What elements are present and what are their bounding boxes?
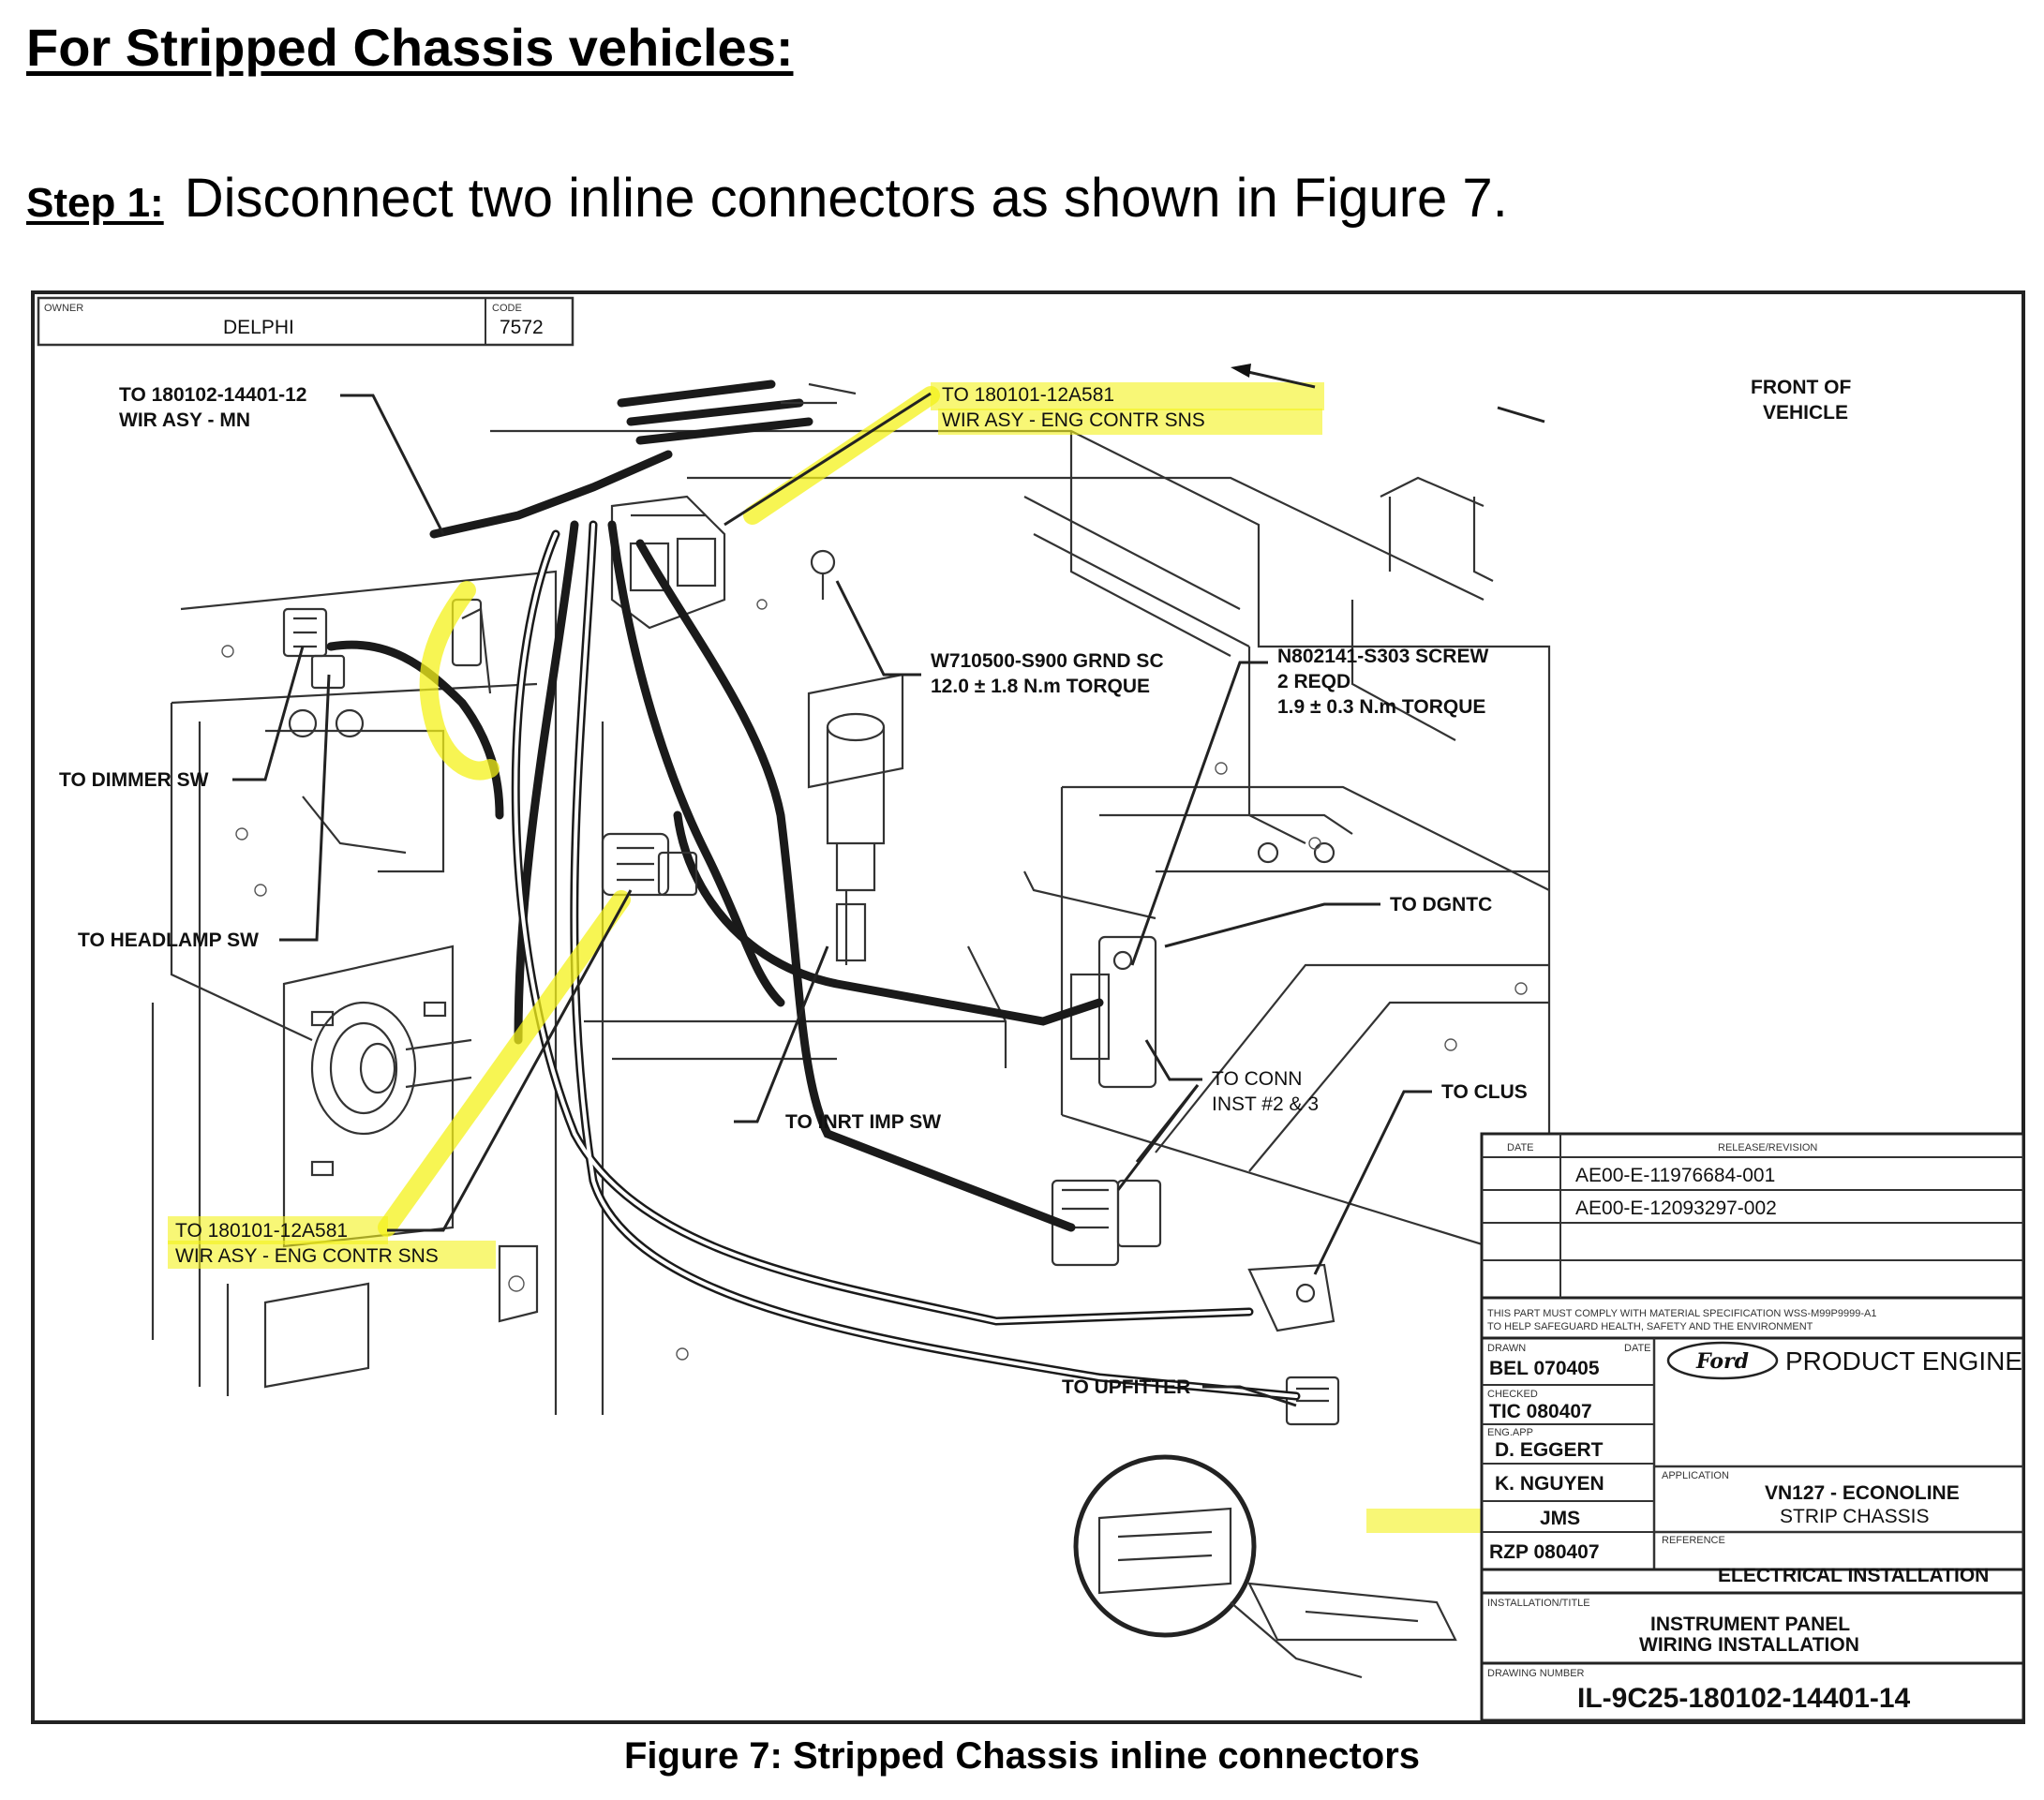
wiring-figure: OWNER DELPHI CODE 7572 [31,290,2025,1724]
tb-reference-label: REFERENCE [1662,1535,1725,1546]
tb-drawn-value: BEL 070405 [1489,1358,1600,1379]
tb-drawn-date-label: DATE [1624,1343,1651,1354]
title-block: DATE RELEASE/REVISION AE00-E-11976684-00… [1480,1132,2025,1722]
callout-eng-contr-sns-bottom-line2: WIR ASY - ENG CONTR SNS [175,1245,439,1267]
tb-approver-3: RZP 080407 [1489,1541,1600,1563]
callout-conn-inst-line1: TO CONN [1212,1068,1302,1090]
tb-approver-2: JMS [1540,1508,1580,1529]
callout-wir-asy-mn-line2: WIR ASY - MN [119,409,250,431]
step-label: Step 1: [26,180,164,226]
code-value: 7572 [500,317,544,338]
tb-drawing-number: IL-9C25-180102-14401-14 [1577,1683,1911,1714]
callout-clus: TO CLUS [1441,1081,1528,1103]
tb-application-2: STRIP CHASSIS [1780,1506,1930,1527]
callout-screw-line2: 2 REQD [1277,671,1350,692]
tb-reference-value: ELECTRICAL INSTALLATION [1718,1565,1989,1586]
step-instruction: Step 1: Disconnect two inline connectors … [26,167,1508,230]
tb-checked-value: TIC 080407 [1489,1401,1592,1422]
tb-compliance-1: THIS PART MUST COMPLY WITH MATERIAL SPEC… [1487,1308,1876,1319]
ford-logo-text: Ford [1695,1349,1749,1374]
tb-application-1: VN127 - ECONOLINE [1765,1482,1960,1504]
panel-structure-drawing [151,379,1551,1426]
callout-headlamp-sw: TO HEADLAMP SW [78,930,259,951]
tb-date-label: DATE [1507,1142,1534,1153]
callout-eng-contr-sns-top-line2: WIR ASY - ENG CONTR SNS [942,409,1205,431]
code-label: CODE [492,303,522,314]
tb-release-label: RELEASE/REVISION [1718,1142,1817,1153]
tb-revision-2: AE00-E-12093297-002 [1575,1198,1777,1219]
tb-drawn-label: DRAWN [1487,1343,1526,1354]
front-of-vehicle-line1: FRONT OF [1751,377,1851,398]
tb-drawing-number-label: DRAWING NUMBER [1487,1668,1585,1679]
highlight-marks [168,382,1507,1533]
callout-upfitter: TO UPFITTER [1062,1376,1190,1398]
front-of-vehicle-line2: VEHICLE [1763,402,1848,424]
section-heading: For Stripped Chassis vehicles: [26,18,794,77]
callout-conn-inst-line2: INST #2 & 3 [1212,1093,1319,1115]
owner-value: DELPHI [223,317,294,338]
tb-installation-title-2: WIRING INSTALLATION [1639,1634,1859,1656]
callout-eng-contr-sns-top-line1: TO 180101-12A581 [942,384,1114,406]
tb-application-label: APPLICATION [1662,1470,1729,1481]
tb-installation-title-1: INSTRUMENT PANEL [1650,1614,1850,1635]
owner-label: OWNER [44,303,83,314]
callout-labels: TO 180102-14401-12 WIR ASY - MN TO 18010… [59,377,1851,1398]
callout-wir-asy-mn-line1: TO 180102-14401-12 [119,384,306,406]
step-text: Disconnect two inline connectors as show… [184,168,1508,229]
tb-dept: PRODUCT ENGINEERING [1785,1346,2025,1376]
tb-revision-1: AE00-E-11976684-001 [1575,1165,1775,1186]
tb-installation-title-label: INSTALLATION/TITLE [1487,1598,1590,1609]
inset-detail-view [1073,1454,1457,1679]
callout-grnd-screw-line1: W710500-S900 GRND SC [931,650,1164,672]
ford-logo-oval [1666,1341,1779,1380]
tb-compliance-2: TO HELP SAFEGUARD HEALTH, SAFETY AND THE… [1487,1321,1813,1332]
figure-frame [31,290,2025,1724]
callout-grnd-screw-line2: 12.0 ± 1.8 N.m TORQUE [931,676,1150,697]
callout-screw-line3: 1.9 ± 0.3 N.m TORQUE [1277,696,1485,718]
tb-eng-app-label: ENG.APP [1487,1427,1533,1438]
callout-inrt-imp-sw: TO INRT IMP SW [785,1111,941,1133]
callout-screw-line1: N802141-S303 SCREW [1277,646,1488,667]
callout-eng-contr-sns-bottom-line1: TO 180101-12A581 [175,1220,348,1242]
leader-lines [232,364,1545,1407]
owner-code-box: OWNER DELPHI CODE 7572 [37,296,574,347]
tb-eng-app-value: D. EGGERT [1495,1439,1604,1461]
callout-dgntc: TO DGNTC [1390,894,1492,915]
figure-caption: Figure 7: Stripped Chassis inline connec… [623,1735,1421,1777]
tb-approver-1: K. NGUYEN [1495,1473,1604,1495]
tb-checked-label: CHECKED [1487,1389,1538,1400]
callout-dimmer-sw: TO DIMMER SW [59,769,209,791]
